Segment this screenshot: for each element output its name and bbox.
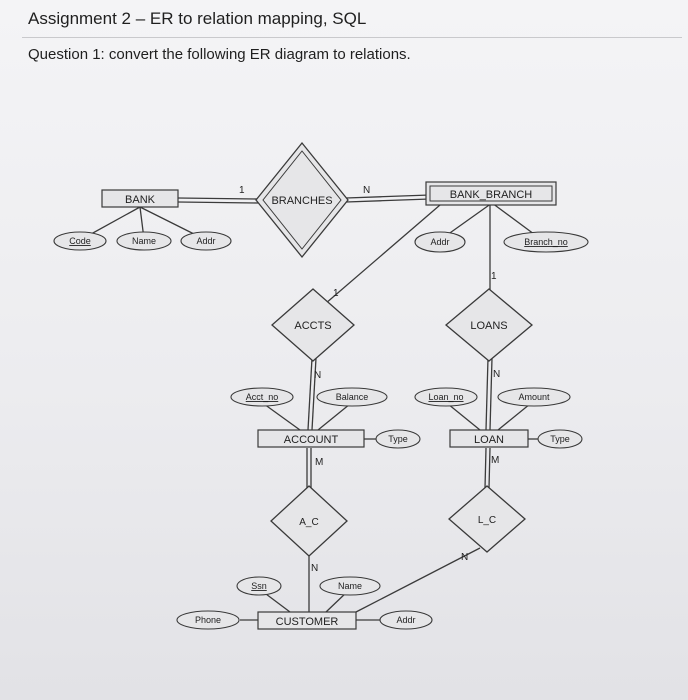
line-bank-branches bbox=[177, 197, 259, 200]
line-account-acctno bbox=[263, 403, 301, 431]
question-text: Question 1: convert the following ER dia… bbox=[28, 46, 411, 63]
card-branches-branch: N bbox=[363, 185, 370, 196]
line-loan-lc bbox=[484, 447, 487, 489]
relationship-l-c-label: L_C bbox=[478, 515, 496, 526]
attribute-branch-no: Branch_no bbox=[503, 231, 589, 253]
attribute-customer-addr-label: Addr bbox=[396, 615, 415, 625]
attribute-loan-no-label: Loan_no bbox=[428, 392, 463, 402]
entity-loan: LOAN bbox=[449, 429, 529, 448]
entity-bank-label: BANK bbox=[125, 194, 156, 206]
card-loans-loan: N bbox=[493, 369, 500, 380]
attribute-account-type-label: Type bbox=[388, 434, 408, 444]
attribute-phone-label: Phone bbox=[195, 615, 221, 625]
connector-lines bbox=[81, 194, 543, 621]
line-lc-customer bbox=[355, 547, 481, 613]
attribute-bank-code-label: Code bbox=[69, 236, 91, 246]
attribute-branch-addr: Addr bbox=[414, 231, 466, 253]
attribute-bank-addr: Addr bbox=[180, 231, 232, 251]
entity-customer-label: CUSTOMER bbox=[276, 616, 339, 628]
relationship-loans-label: LOANS bbox=[470, 320, 507, 332]
relationship-accts-label: ACCTS bbox=[294, 320, 331, 332]
relationship-a-c: A_C bbox=[270, 485, 348, 557]
attribute-customer-name-label: Name bbox=[338, 581, 362, 591]
card-loans-branch: 1 bbox=[491, 271, 497, 282]
attribute-acct-no: Acct_no bbox=[230, 387, 294, 407]
card-accts-account: N bbox=[314, 370, 321, 381]
attribute-account-type: Type bbox=[375, 429, 421, 449]
attribute-customer-name: Name bbox=[319, 576, 381, 596]
attribute-bank-name-label: Name bbox=[132, 236, 156, 246]
attribute-amount: Amount bbox=[497, 387, 571, 407]
attribute-loan-type: Type bbox=[537, 429, 583, 449]
attribute-loan-no: Loan_no bbox=[414, 387, 478, 407]
assignment-title: Assignment 2 – ER to relation mapping, S… bbox=[28, 9, 367, 28]
entity-bank: BANK bbox=[101, 189, 179, 208]
attribute-customer-addr: Addr bbox=[379, 610, 433, 630]
line-loan-amount bbox=[497, 403, 531, 431]
cardinality-labels: 1 N 1 N 1 N M N M N bbox=[239, 185, 500, 574]
card-ac-customer: N bbox=[311, 563, 318, 574]
attribute-loan-type-label: Type bbox=[550, 434, 570, 444]
attribute-bank-code: Code bbox=[53, 231, 107, 251]
relationship-a-c-label: A_C bbox=[299, 517, 318, 528]
attribute-branch-addr-label: Addr bbox=[430, 237, 449, 247]
card-accts-branch: 1 bbox=[333, 288, 339, 299]
relationship-accts: ACCTS bbox=[271, 288, 355, 362]
card-lc-customer: N bbox=[461, 552, 468, 563]
attribute-amount-label: Amount bbox=[518, 392, 550, 402]
attribute-acct-no-label: Acct_no bbox=[246, 392, 279, 402]
card-lc-loan: M bbox=[491, 455, 499, 466]
attribute-bank-name: Name bbox=[116, 231, 172, 251]
attribute-balance-label: Balance bbox=[336, 392, 369, 402]
entity-bank-branch: BANK_BRANCH bbox=[425, 181, 557, 206]
attribute-ssn-label: Ssn bbox=[251, 581, 267, 591]
card-ac-account: M bbox=[315, 457, 323, 468]
entity-account: ACCOUNT bbox=[257, 429, 365, 448]
line-branches-bankbranch bbox=[345, 194, 431, 199]
attribute-branch-no-label: Branch_no bbox=[524, 237, 568, 247]
attribute-bank-addr-label: Addr bbox=[196, 236, 215, 246]
entity-loan-label: LOAN bbox=[474, 434, 504, 446]
attribute-phone: Phone bbox=[176, 610, 240, 630]
card-branches-bank: 1 bbox=[239, 185, 245, 196]
entity-account-label: ACCOUNT bbox=[284, 434, 339, 446]
line-account-balance bbox=[317, 403, 351, 431]
line-loans-loan bbox=[485, 357, 489, 431]
line-accts-account bbox=[307, 357, 313, 431]
line-bankbranch-accts bbox=[317, 204, 441, 311]
attribute-ssn: Ssn bbox=[236, 576, 282, 596]
entity-customer: CUSTOMER bbox=[257, 611, 357, 630]
entity-bank-branch-label: BANK_BRANCH bbox=[450, 189, 533, 201]
line-loan-loanno bbox=[447, 403, 481, 431]
attribute-balance: Balance bbox=[316, 387, 388, 407]
relationship-branches: BRANCHES bbox=[255, 141, 349, 259]
relationship-branches-label: BRANCHES bbox=[271, 195, 332, 207]
relationship-l-c: L_C bbox=[448, 485, 526, 553]
title-divider bbox=[22, 37, 682, 38]
relationship-loans: LOANS bbox=[444, 288, 534, 362]
